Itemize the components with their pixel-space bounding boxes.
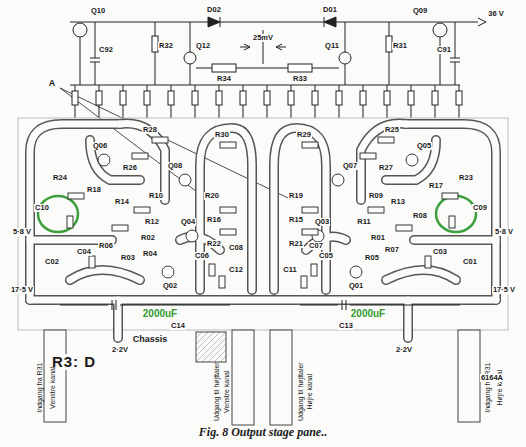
- part-label: R34: [216, 75, 232, 83]
- part-label: C05: [318, 252, 334, 260]
- part-label: R02: [140, 234, 156, 242]
- part-label: R25: [384, 126, 400, 134]
- part-label: R09: [368, 192, 384, 200]
- part-label: R15: [288, 216, 304, 224]
- part-label: R12: [144, 218, 160, 226]
- part-label: Q02: [162, 282, 178, 290]
- part-label: R32: [158, 42, 174, 50]
- part-label: Q07: [342, 162, 358, 170]
- part-label: C91: [436, 46, 452, 54]
- part-label: C04: [76, 248, 92, 256]
- connector-label: Højre kanal: [306, 373, 313, 411]
- part-label: C07: [308, 242, 324, 250]
- part-label: C03: [432, 248, 448, 256]
- part-label: C11: [282, 266, 297, 274]
- connector-label: Indgang fra R31: [36, 362, 43, 414]
- part-label: R29: [296, 131, 312, 139]
- part-label: 25mV: [252, 34, 274, 42]
- part-label: C92: [98, 46, 114, 54]
- part-label: A: [48, 79, 57, 88]
- part-label: Q08: [167, 162, 183, 170]
- part-label: C10: [34, 204, 50, 212]
- part-label: R13: [390, 198, 406, 206]
- part-label: R22: [206, 240, 222, 248]
- part-label: Q12: [195, 42, 211, 50]
- part-label: 2·2V: [395, 346, 413, 354]
- part-label: R20: [204, 192, 220, 200]
- part-label: C06: [194, 252, 210, 260]
- figure-caption: Fig. 8 Output stage pane..: [198, 426, 328, 439]
- part-label: Q10: [90, 7, 106, 15]
- part-label: R06: [98, 242, 114, 250]
- part-label: R14: [114, 198, 130, 206]
- part-label: Q06: [92, 142, 108, 150]
- part-label: Q05: [416, 142, 432, 150]
- part-label: 6164A: [480, 374, 504, 382]
- part-label: R31: [392, 42, 408, 50]
- part-label: Chassis: [132, 335, 169, 344]
- part-label: R01: [370, 234, 386, 242]
- part-label: 5·8 V: [12, 228, 32, 236]
- part-label: Q11: [324, 42, 340, 50]
- part-label: 5·8 V: [494, 228, 514, 236]
- part-label: 2000uF: [350, 309, 386, 320]
- part-label: R19: [288, 192, 304, 200]
- connector-label: Venstre kanal: [48, 366, 55, 410]
- part-label: R11: [356, 218, 371, 226]
- part-label: R07: [384, 246, 400, 254]
- part-label: D01: [322, 6, 338, 14]
- part-label: 17·5 V: [492, 286, 516, 294]
- part-label: R30: [214, 131, 230, 139]
- part-label: R04: [142, 250, 158, 258]
- part-label: R3: D: [51, 354, 97, 370]
- part-label: 2000uF: [142, 309, 178, 320]
- part-label: R28: [142, 126, 158, 134]
- part-label: Q04: [180, 218, 196, 226]
- part-label: 36 V: [487, 10, 504, 18]
- part-label: C13: [338, 322, 354, 330]
- part-label: R05: [364, 254, 380, 262]
- part-label: C09: [472, 204, 488, 212]
- part-label: R23: [458, 174, 474, 182]
- connector-label: Udgang til højttaler: [212, 362, 219, 423]
- connector-label: Indgang fra R31: [484, 362, 491, 414]
- part-label: D02: [206, 6, 222, 14]
- part-label: Q01: [348, 282, 364, 290]
- part-label: R17: [428, 182, 444, 190]
- part-label: C14: [170, 322, 186, 330]
- part-label: R10: [148, 192, 164, 200]
- part-label: R18: [86, 186, 102, 194]
- connector-label: Venstre kanal: [222, 370, 229, 414]
- part-label: R21: [288, 240, 304, 248]
- part-label: R03: [120, 254, 136, 262]
- part-label: 2·2V: [111, 346, 129, 354]
- part-label: Q03: [314, 218, 330, 226]
- part-label: C02: [44, 258, 60, 266]
- part-label: C01: [462, 258, 478, 266]
- part-label: R08: [412, 212, 428, 220]
- part-label: C08: [228, 244, 244, 252]
- part-label: R26: [122, 164, 138, 172]
- part-label: 17·5 V: [10, 286, 34, 294]
- part-label: R33: [292, 75, 308, 83]
- part-label: R27: [378, 164, 394, 172]
- connector-label: Udgang til højttaler: [296, 362, 303, 423]
- part-label: R16: [206, 216, 222, 224]
- part-label: Q09: [412, 7, 428, 15]
- part-label: C12: [228, 266, 244, 274]
- part-label: R24: [52, 174, 68, 182]
